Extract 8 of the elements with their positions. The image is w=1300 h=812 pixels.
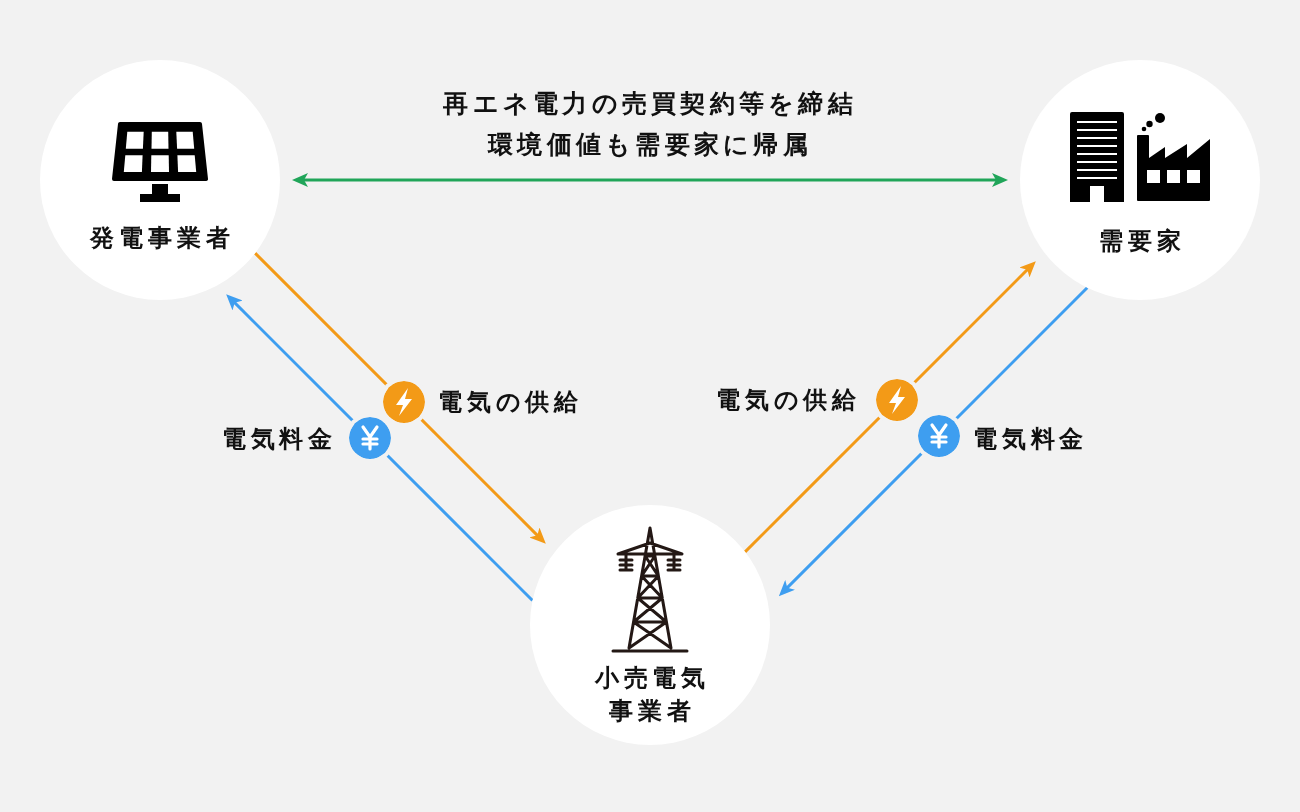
arrow xyxy=(254,252,546,544)
arrow xyxy=(226,294,534,602)
node-label: 発電事業者 xyxy=(88,223,235,254)
double-headed-arrow xyxy=(292,173,1008,187)
node-label: 小売電気事業者 xyxy=(593,663,711,727)
arrow xyxy=(778,286,1089,597)
arrow xyxy=(744,261,1036,553)
node-label: 需要家 xyxy=(1098,226,1186,257)
